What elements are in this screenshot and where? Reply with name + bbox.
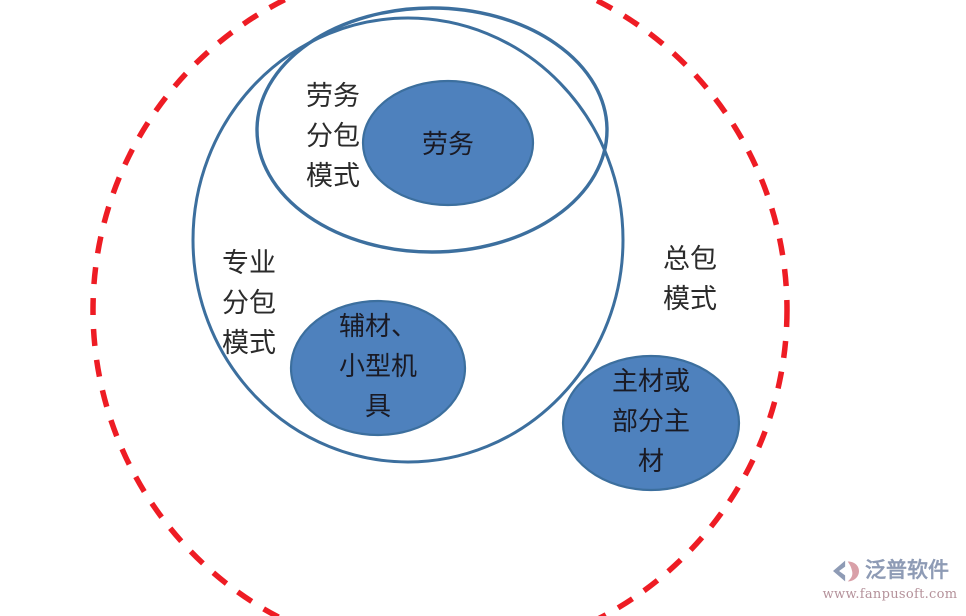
region-label-general-contracting-line-2: 模式 — [663, 284, 717, 315]
watermark: 泛普软件 www.fanpusoft.com — [822, 548, 958, 610]
region-label-labor-subcontracting: 劳务 分包 模式 — [306, 81, 360, 192]
item-label-auxiliary-line-2: 小型机 — [339, 352, 417, 382]
item-auxiliary-materials-small-machinery-shape — [289, 299, 467, 437]
item-labor-shape — [361, 79, 535, 207]
region-label-professional-subcontracting: 专业 分包 模式 — [222, 248, 276, 359]
region-label-labor-subcontracting-line-1: 劳务 — [306, 81, 360, 112]
region-label-professional-subcontracting-line-2: 分包 — [222, 288, 276, 319]
region-professional-subcontracting-outline — [191, 16, 625, 464]
item-label-labor: 劳务 — [422, 130, 474, 160]
fanpu-logo-icon — [833, 560, 859, 581]
item-label-main-materials-line-3: 材 — [638, 447, 664, 477]
item-label-main-materials: 主材或 部分主 材 — [612, 367, 690, 477]
region-label-professional-subcontracting-line-1: 专业 — [222, 248, 276, 279]
watermark-brand-row: 泛普软件 — [831, 558, 949, 584]
item-label-auxiliary-line-3: 具 — [365, 392, 391, 422]
region-label-general-contracting-line-1: 总包 — [663, 244, 717, 275]
region-label-general-contracting: 总包 模式 — [663, 244, 717, 315]
item-main-materials-shape — [561, 354, 741, 492]
item-label-main-materials-line-1: 主材或 — [612, 367, 690, 397]
region-label-labor-subcontracting-line-3: 模式 — [306, 161, 360, 192]
item-label-auxiliary-materials-small-machinery: 辅材、 小型机 具 — [339, 312, 417, 422]
watermark-url-text: www.fanpusoft.com — [822, 586, 958, 602]
region-label-professional-subcontracting-line-3: 模式 — [222, 328, 276, 359]
item-label-auxiliary-line-1: 辅材、 — [339, 312, 417, 342]
region-labor-subcontracting-outline — [255, 6, 609, 254]
region-general-contracting-outline — [90, 0, 790, 616]
watermark-brand-text: 泛普软件 — [865, 558, 949, 582]
item-label-main-materials-line-2: 部分主 — [612, 407, 690, 437]
region-label-labor-subcontracting-line-2: 分包 — [306, 121, 360, 152]
item-label-labor-line-1: 劳务 — [422, 130, 474, 160]
